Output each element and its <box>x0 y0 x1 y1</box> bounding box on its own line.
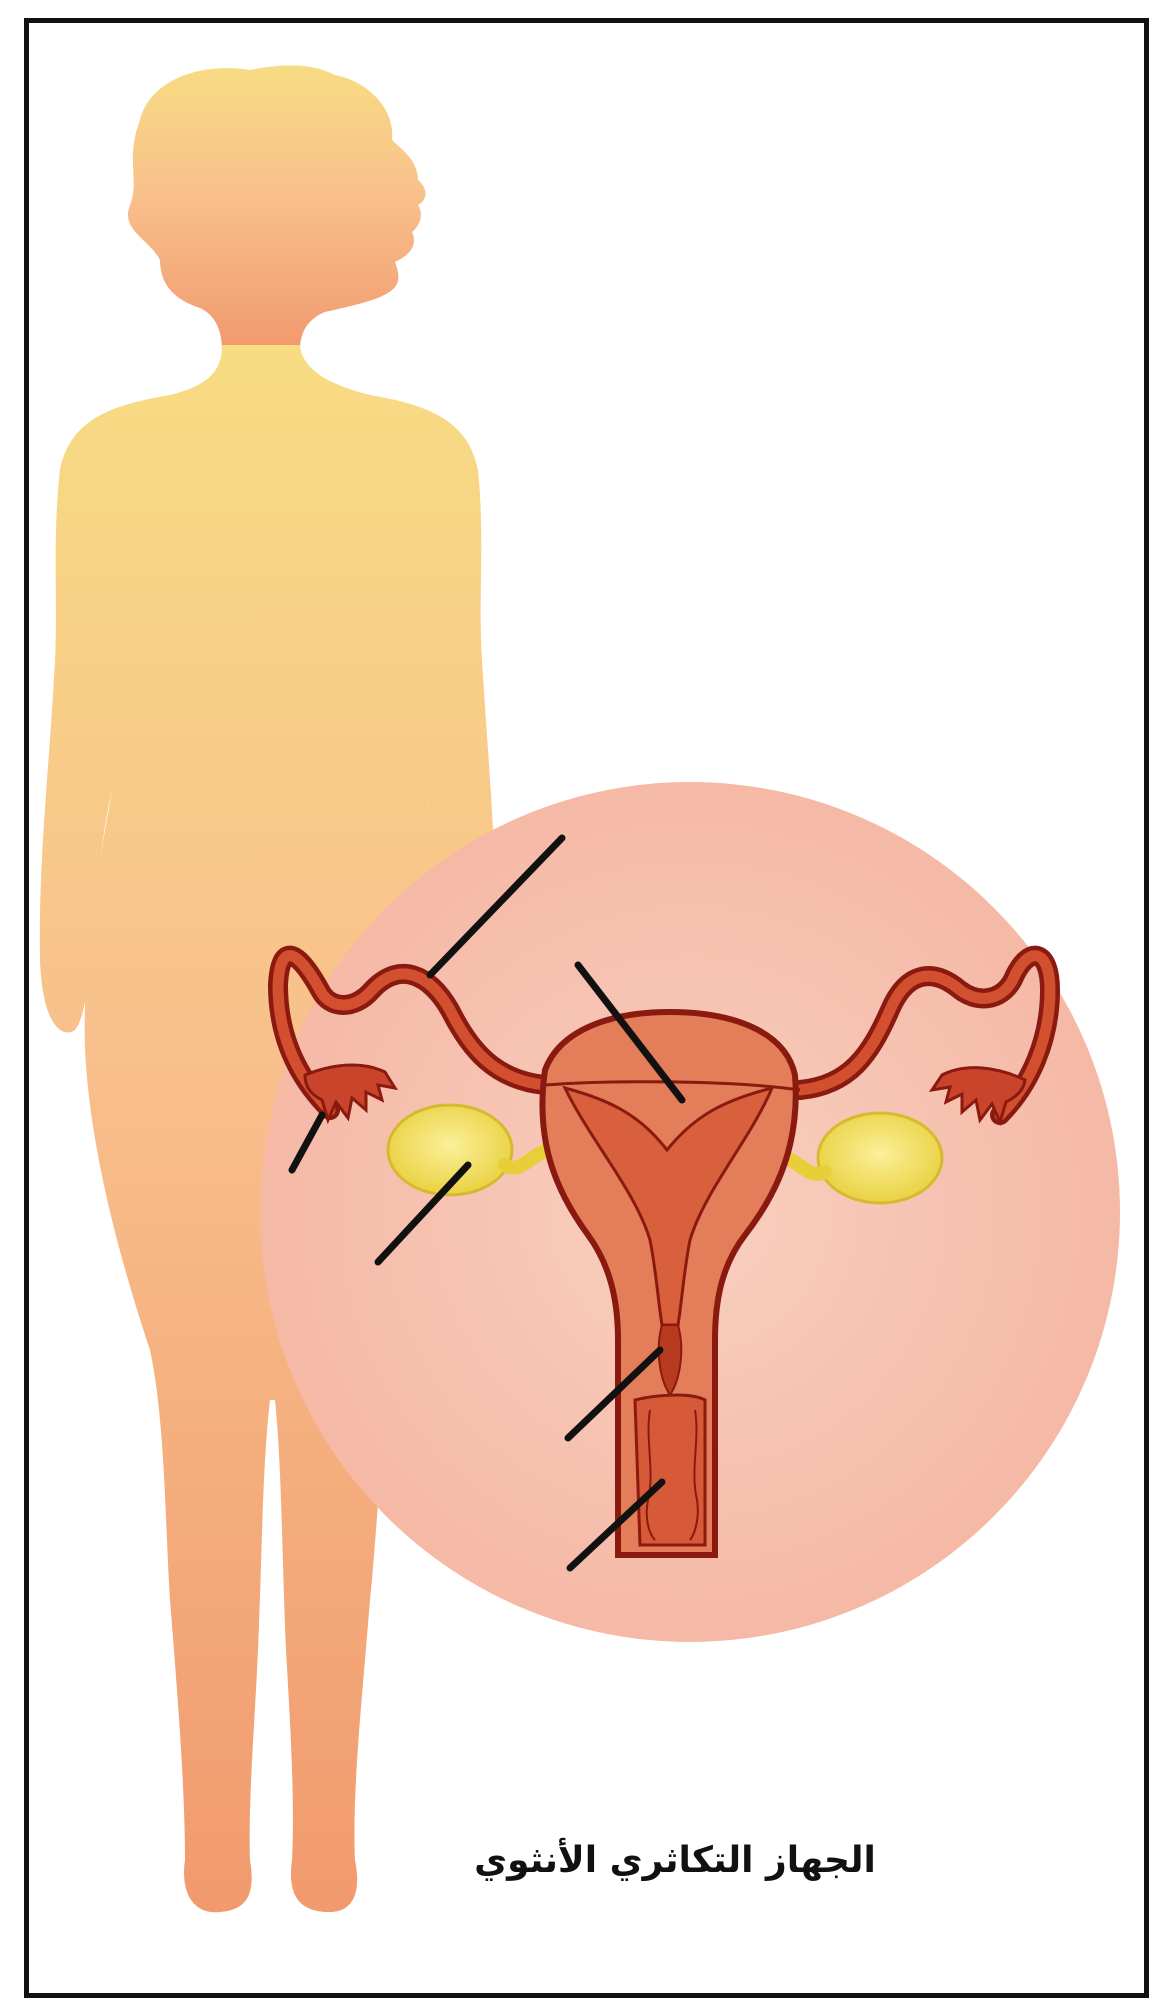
right-ovary <box>818 1113 942 1203</box>
diagram-caption: الجهاز التكاثري الأنثوي <box>440 1840 910 1881</box>
silhouette-head <box>128 65 426 350</box>
